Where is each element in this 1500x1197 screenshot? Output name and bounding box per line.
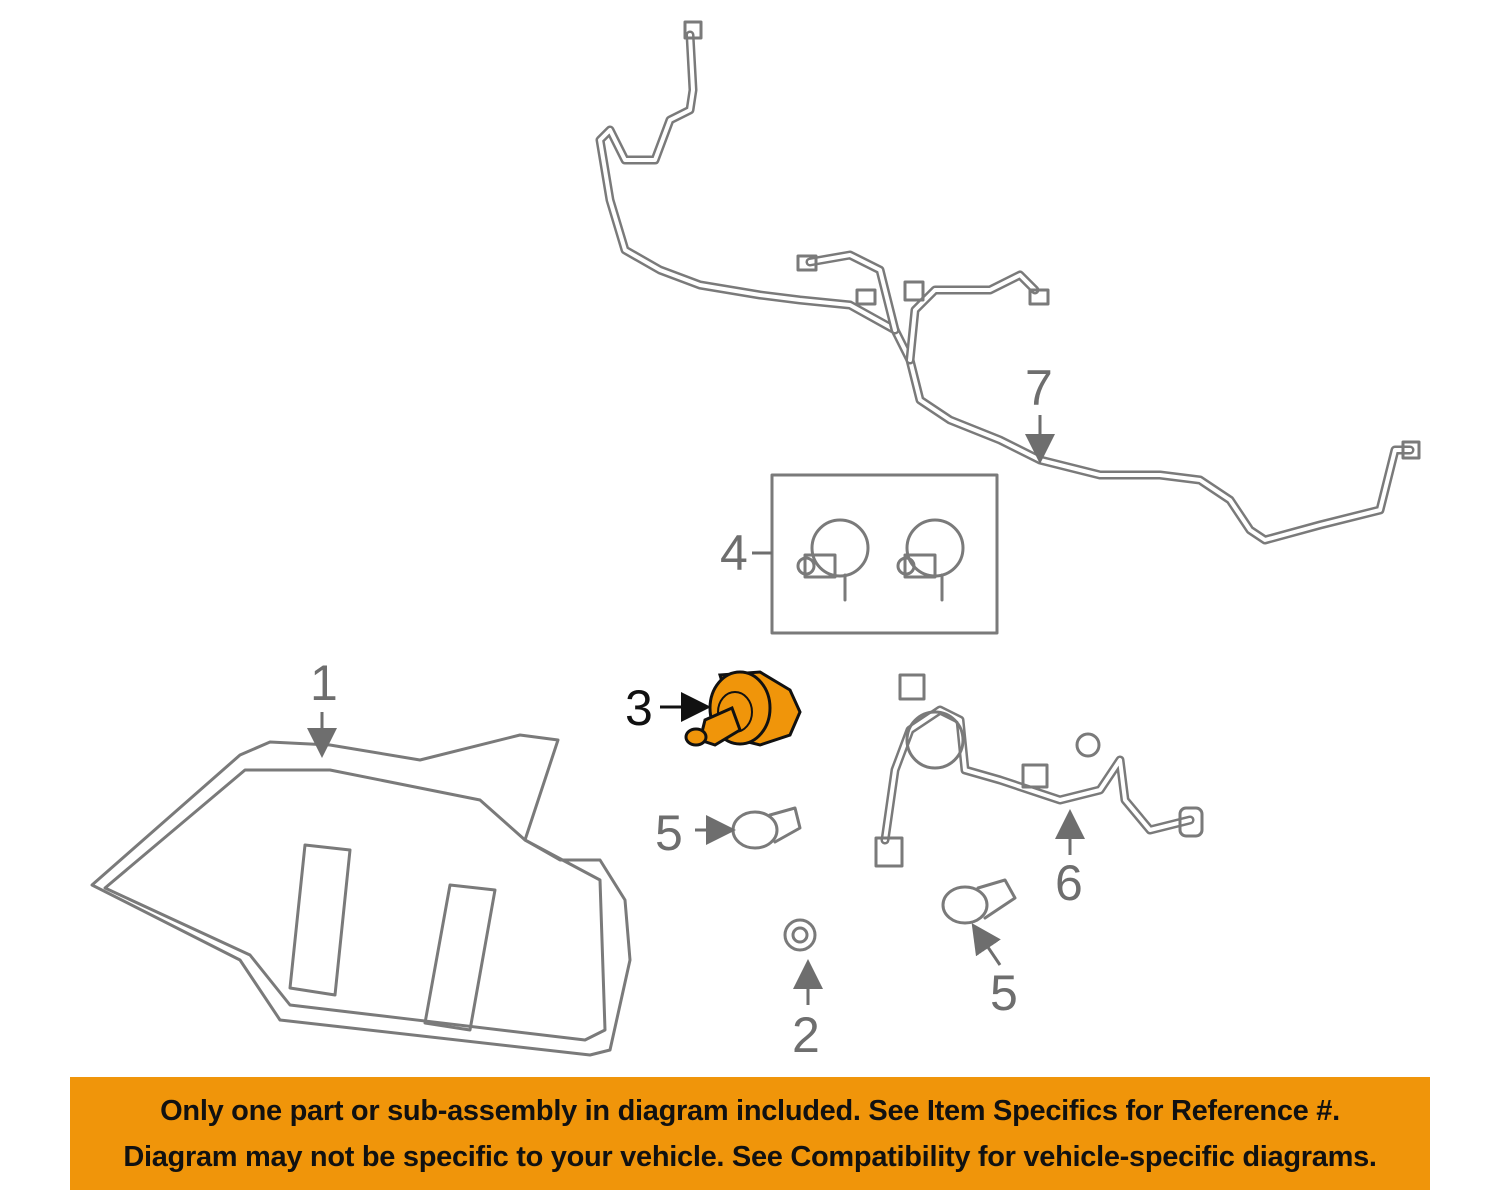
callout-1: 1	[310, 655, 338, 711]
callout-3: 3	[625, 680, 653, 736]
callout-4: 4	[720, 525, 748, 581]
callout-5-upper: 5	[655, 805, 683, 861]
socket-harness-6[interactable]	[874, 673, 1204, 868]
disclaimer-banner: Only one part or sub-assembly in diagram…	[70, 1077, 1430, 1190]
callout-2: 2	[792, 1007, 820, 1063]
bulb-5-lower[interactable]	[941, 878, 1017, 925]
headlamp-assembly-1[interactable]	[90, 733, 632, 1057]
wiring-harness-7[interactable]	[595, 20, 1421, 545]
disclaimer-line-2: Diagram may not be specific to your vehi…	[123, 1140, 1377, 1173]
bulb-5-upper[interactable]	[731, 806, 802, 850]
callout-5-lower-arrow	[971, 923, 1002, 966]
callout-5-lower: 5	[990, 965, 1018, 1021]
callout-6: 6	[1055, 855, 1083, 911]
disclaimer-line-1: Only one part or sub-assembly in diagram…	[160, 1094, 1340, 1127]
socket-kit-4	[796, 518, 965, 602]
nut-2[interactable]	[783, 918, 817, 952]
callout-7: 7	[1025, 360, 1053, 416]
